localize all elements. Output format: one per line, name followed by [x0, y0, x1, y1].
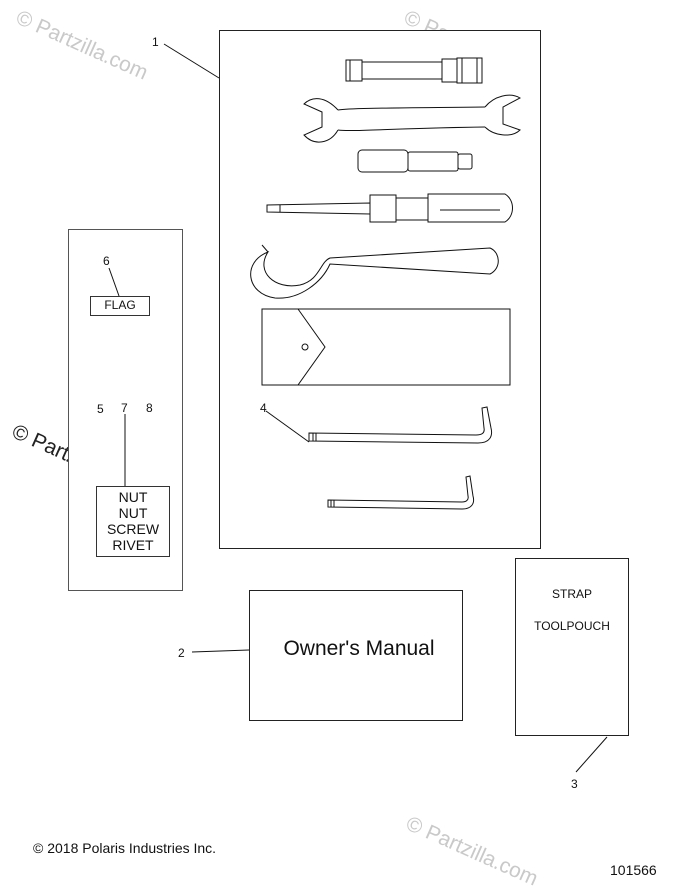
callout-6[interactable]: 6: [103, 254, 110, 268]
leader-2: [191, 649, 250, 653]
open-end-wrench-icon: [303, 94, 522, 143]
leader-6: [108, 267, 120, 297]
screwdriver-icon: [266, 193, 513, 223]
owners-manual-title: Owner's Manual: [283, 637, 435, 660]
toolpouch-box: [515, 558, 629, 736]
leader-3: [575, 736, 608, 773]
toolpouch-label: TOOLPOUCH: [534, 619, 610, 633]
hex-key-long-icon: [308, 406, 493, 444]
callout-7[interactable]: 7: [121, 401, 128, 415]
flag-label: FLAG: [104, 298, 136, 312]
callout-8[interactable]: 8: [146, 401, 153, 415]
spanner-wrench-icon: [250, 244, 499, 299]
copyright-notice: © 2018 Polaris Industries Inc.: [33, 840, 217, 856]
hardware-rivet: RIVET: [112, 537, 154, 553]
hex-key-short-icon: [327, 475, 475, 510]
callout-1[interactable]: 1: [152, 35, 159, 49]
callout-4[interactable]: 4: [260, 401, 267, 415]
hardware-nut-2: NUT: [118, 505, 148, 521]
socket-wrench-icon: [345, 57, 483, 84]
owners-manual-box: [249, 590, 463, 721]
diagram-number: 101566: [610, 862, 657, 878]
leader-1: [163, 43, 220, 79]
leader-4: [265, 410, 310, 443]
hardware-nut-1: NUT: [118, 489, 148, 505]
callout-2[interactable]: 2: [178, 646, 185, 660]
screwdriver-handle-icon: [357, 149, 473, 173]
callout-5[interactable]: 5: [97, 402, 104, 416]
callout-3[interactable]: 3: [571, 777, 578, 791]
hardware-list-box: [96, 486, 170, 557]
hardware-screw: SCREW: [106, 521, 160, 537]
strap-label: STRAP: [551, 587, 592, 601]
flag-label-box: [90, 296, 150, 316]
tool-pouch-icon: [261, 308, 511, 386]
